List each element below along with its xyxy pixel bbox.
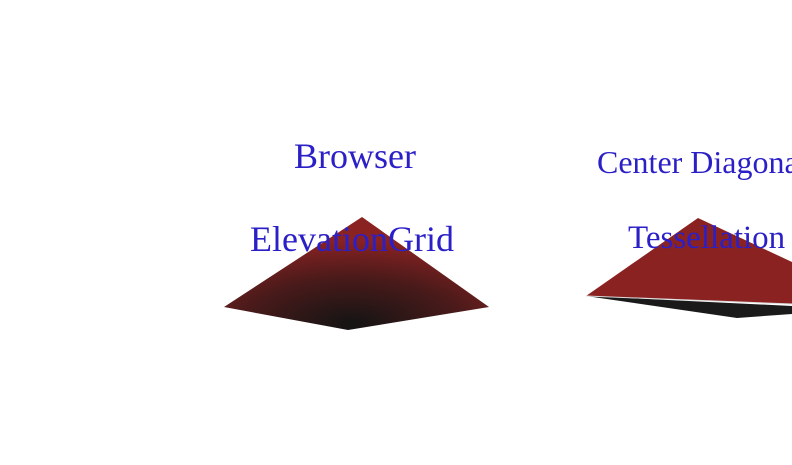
tessellation-pyramid[interactable] — [585, 218, 792, 318]
pyramid-edge — [585, 295, 792, 305]
elevationgrid-pyramid[interactable] — [224, 217, 489, 330]
pyramid-underside — [586, 296, 792, 318]
tessellation-label: Tessellation — [628, 220, 786, 256]
pyramid-face — [586, 218, 792, 304]
pyramid-surface — [224, 217, 489, 330]
center-diagonal-title: Center Diagonal — [597, 144, 792, 180]
browser-title: Browser — [294, 136, 416, 176]
elevationgrid-label: ElevationGrid — [250, 219, 454, 259]
